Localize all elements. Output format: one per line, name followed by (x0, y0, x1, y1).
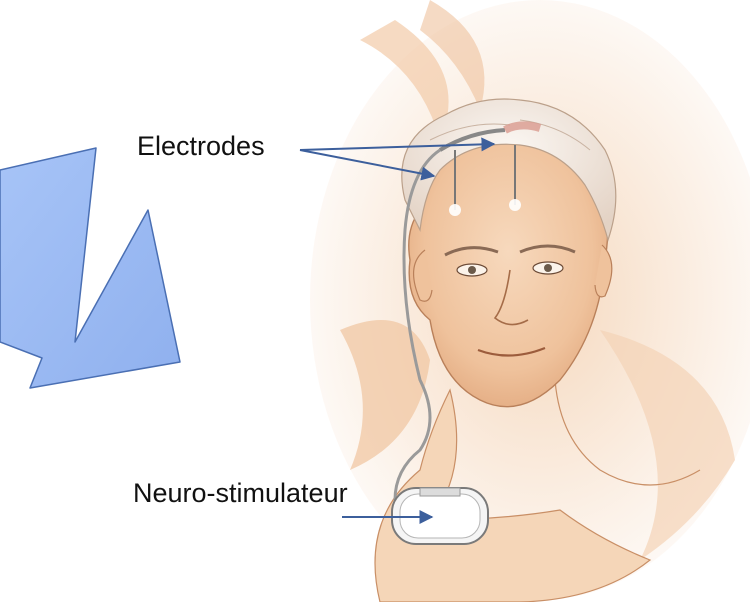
patient-illustration (310, 0, 750, 602)
electrodes-label: Electrodes (137, 131, 265, 162)
neurostimulator-label: Neuro-stimulateur (133, 478, 348, 509)
big-arrow-icon (0, 148, 180, 388)
